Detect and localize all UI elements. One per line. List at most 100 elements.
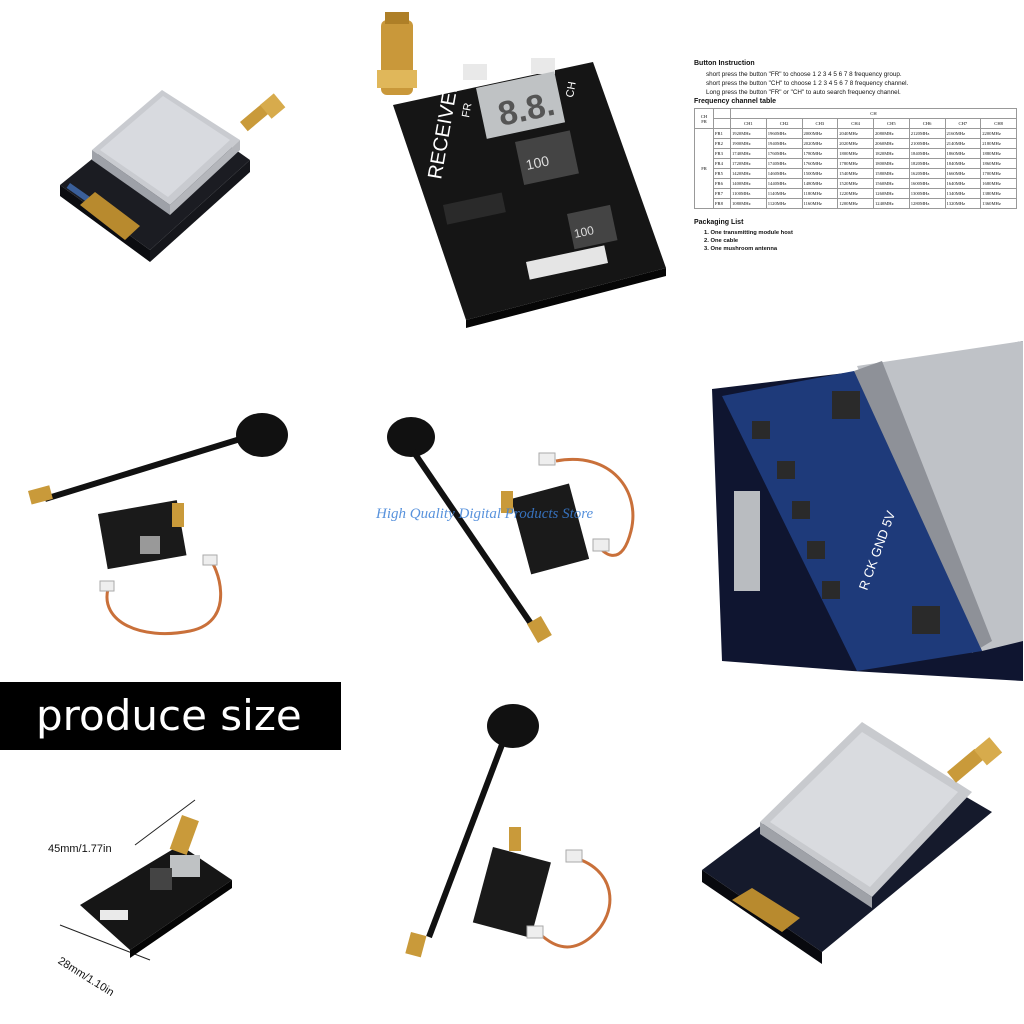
product-photo-transmitter-bottom [682,682,1023,1023]
row-label: FR3 [713,148,731,159]
table-cell: 1880MHz [980,148,1017,159]
row-label: FR1 [713,128,731,139]
table-cell: 1800MHz [873,158,910,169]
table-cell: 1780MHz [801,148,839,159]
table-cell: 2160MHz [944,128,982,139]
column-header: CH3 [801,118,839,129]
table-cell: 1180MHz [801,188,839,199]
table-cell: 1660MHz [944,168,982,179]
table-cell: 2000MHz [801,128,839,139]
table-cell: 1500MHz [801,168,839,179]
table-cell: 1760MHz [801,158,839,169]
table-cell: 1080MHz [730,198,767,209]
table-cell: 1740MHz [730,148,767,159]
product-photo-receiver-board: 8.8. 100 100 RECEIVER FR CH [341,0,682,341]
column-header: CH1 [730,118,767,129]
table-cell: 1640MHz [944,178,982,189]
instruction-document: Button Instruction short press the butto… [694,60,1019,254]
table-cell: 1220MHz [837,188,874,199]
product-photo-size [0,760,341,1024]
produce-size-banner: produce size [0,682,341,750]
product-photo-kit-2 [341,341,682,682]
instruction-line: Long press the button "FR" or "CH" to au… [706,89,901,96]
row-label: FR5 [713,168,731,179]
packaging-item: 1. One transmitting module host [704,230,793,236]
packaging-item: 2. One cable [704,238,739,244]
button-instruction-heading: Button Instruction [694,60,755,67]
table-cell: 1840MHz [908,148,946,159]
row-group-label: FR [694,128,714,209]
packaging-heading: Packaging List [694,219,744,226]
table-cell: 1580MHz [873,168,910,179]
frequency-table: CH FR CH CH1 CH2 CH3 CH4 CH5 CH6 CH7 CH8… [694,108,1017,209]
row-label: FR7 [713,188,731,199]
table-cell: 1780MHz [837,158,874,169]
table-cell: 1420MHz [730,168,767,179]
table-cell: 1940MHz [765,138,803,149]
product-photo-transmitter-top [0,0,341,341]
table-cell: 1900MHz [730,138,767,149]
packaging-list: Packaging List 1. One transmitting modul… [694,219,1019,252]
table-cell: 1140MHz [765,188,803,199]
table-corner: CH FR [694,108,714,129]
table-cell: 1720MHz [730,158,767,169]
table-cell: 2020MHz [837,138,874,149]
column-header: CH6 [908,118,946,129]
table-cell: 2140MHz [944,138,982,149]
product-photo-kit-3 [341,682,682,1023]
table-cell: 1960MHz [765,128,803,139]
row-label: FR6 [713,178,731,189]
table-cell: 1840MHz [944,158,982,169]
ch-label: CH [564,81,579,99]
table-cell: 1460MHz [765,168,803,179]
table-cell: 2200MHz [980,128,1017,139]
table-cell: 1440MHz [765,178,803,189]
table-cell: 2120MHz [908,128,946,139]
fr-label: FR [460,102,474,119]
instruction-line: short press the button "CH" to choose 1 … [706,80,909,87]
table-cell: 1480MHz [801,178,839,189]
column-header: CH4 [837,118,874,129]
table-cell: 1300MHz [908,188,946,199]
row-label: FR4 [713,158,731,169]
instruction-line: short press the button "FR" to choose 1 … [706,71,902,78]
table-cell: 2040MHz [837,128,874,139]
product-photo-closeup: R CK GND 5V [682,341,1023,682]
table-cell: 1100MHz [730,188,767,199]
table-cell: 2180MHz [980,138,1017,149]
table-cell: 1680MHz [980,178,1017,189]
packaging-item: 3. One mushroom antenna [704,246,778,252]
table-spacer [713,108,731,119]
table-cell: 1860MHz [944,148,982,159]
table-cell: 1380MHz [980,188,1017,199]
table-cell: 1200MHz [837,198,874,209]
length-dimension: 45mm/1.77in [48,843,112,855]
table-cell: 1600MHz [908,178,946,189]
frequency-table-heading: Frequency channel table [694,98,777,105]
table-cell: 2020MHz [801,138,839,149]
table-cell: 1320MHz [944,198,982,209]
column-header: CH5 [873,118,910,129]
table-cell: 1700MHz [980,168,1017,179]
table-cell: 1820MHz [873,148,910,159]
product-photo-kit-1 [0,341,341,682]
table-cell: 1400MHz [730,178,767,189]
table-cell: 2080MHz [873,128,910,139]
table-cell: 1340MHz [944,188,982,199]
table-cell: 1540MHz [837,168,874,179]
table-cell: 1740MHz [765,158,803,169]
table-cell: 2100MHz [908,138,946,149]
store-watermark: High Quality Digital Products Store [376,506,594,522]
table-cell: 1920MHz [730,128,767,139]
column-header: CH8 [980,118,1017,129]
table-cell: 1860MHz [980,158,1017,169]
